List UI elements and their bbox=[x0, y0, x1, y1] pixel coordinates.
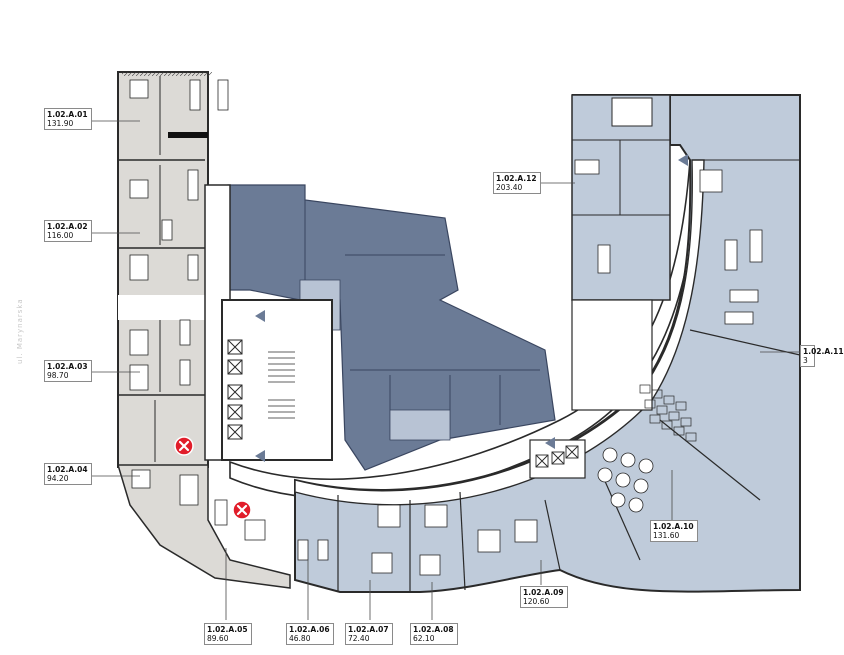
unit-area: 72.40 bbox=[348, 634, 370, 643]
unit-id: 1.02.A.01 bbox=[47, 110, 88, 119]
unit-id: 1.02.A.11 bbox=[803, 347, 844, 356]
floor-plan bbox=[90, 71, 801, 620]
unit-id: 1.02.A.04 bbox=[47, 465, 88, 474]
unit-id: 1.02.A.06 bbox=[289, 625, 330, 634]
unit-label-a07[interactable]: 1.02.A.07 72.40 bbox=[345, 623, 393, 645]
unit-area: 131.60 bbox=[653, 531, 680, 540]
left-wing-furniture bbox=[129, 79, 266, 541]
unit-area: 98.70 bbox=[47, 371, 69, 380]
street-name: ul. Marynarska bbox=[16, 298, 24, 364]
unit-id: 1.02.A.03 bbox=[47, 362, 88, 371]
unit-area: 203.40 bbox=[496, 183, 523, 192]
unit-area: 120.60 bbox=[523, 597, 550, 606]
unit-label-a12[interactable]: 1.02.A.12 203.40 bbox=[493, 172, 541, 194]
unit-label-a06[interactable]: 1.02.A.06 46.80 bbox=[286, 623, 334, 645]
unit-area: 116.00 bbox=[47, 231, 74, 240]
unit-label-a03[interactable]: 1.02.A.03 98.70 bbox=[44, 360, 92, 382]
leader-lines bbox=[90, 120, 800, 620]
unit-id: 1.02.A.02 bbox=[47, 222, 88, 231]
unit-area: 3 bbox=[803, 356, 808, 365]
unit-id: 1.02.A.05 bbox=[207, 625, 248, 634]
unit-label-a04[interactable]: 1.02.A.04 94.20 bbox=[44, 463, 92, 485]
unit-label-a11[interactable]: 1.02.A.11 3 bbox=[800, 345, 844, 367]
unit-area: 46.80 bbox=[289, 634, 311, 643]
unit-id: 1.02.A.07 bbox=[348, 625, 389, 634]
unit-area: 94.20 bbox=[47, 474, 69, 483]
unit-label-a10[interactable]: 1.02.A.10 131.60 bbox=[650, 520, 698, 542]
unit-id: 1.02.A.10 bbox=[653, 522, 694, 531]
unit-id: 1.02.A.12 bbox=[496, 174, 537, 183]
right-wing bbox=[294, 94, 801, 593]
unit-label-a08[interactable]: 1.02.A.08 62.10 bbox=[410, 623, 458, 645]
unavailable-marker-2 bbox=[232, 500, 252, 520]
unit-label-a05[interactable]: 1.02.A.05 89.60 bbox=[204, 623, 252, 645]
unit-area: 62.10 bbox=[413, 634, 435, 643]
unit-label-a02[interactable]: 1.02.A.02 116.00 bbox=[44, 220, 92, 242]
unit-label-a09[interactable]: 1.02.A.09 120.60 bbox=[520, 586, 568, 608]
unit-area: 89.60 bbox=[207, 634, 229, 643]
unit-id: 1.02.A.09 bbox=[523, 588, 564, 597]
service-core bbox=[204, 184, 333, 462]
unit-id: 1.02.A.08 bbox=[413, 625, 454, 634]
unit-area: 131.90 bbox=[47, 119, 74, 128]
unit-label-a01[interactable]: 1.02.A.01 131.90 bbox=[44, 108, 92, 130]
unavailable-marker-1 bbox=[174, 436, 194, 456]
